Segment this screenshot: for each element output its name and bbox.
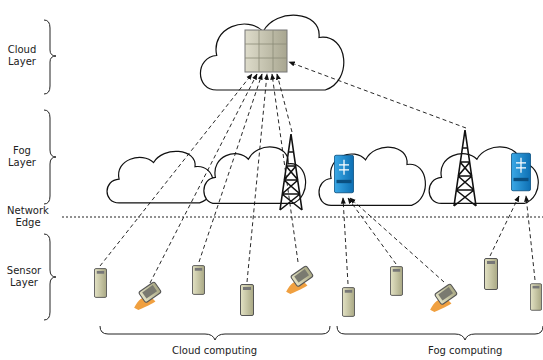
group-label: Fog computing bbox=[426, 345, 504, 357]
layer-label: Fog Layer bbox=[2, 145, 42, 169]
layer-label: Sensor Layer bbox=[2, 265, 46, 289]
group-label: Cloud computing bbox=[170, 345, 259, 357]
layer-label: Network Edge bbox=[2, 205, 54, 229]
layer-label: Cloud Layer bbox=[2, 44, 42, 68]
